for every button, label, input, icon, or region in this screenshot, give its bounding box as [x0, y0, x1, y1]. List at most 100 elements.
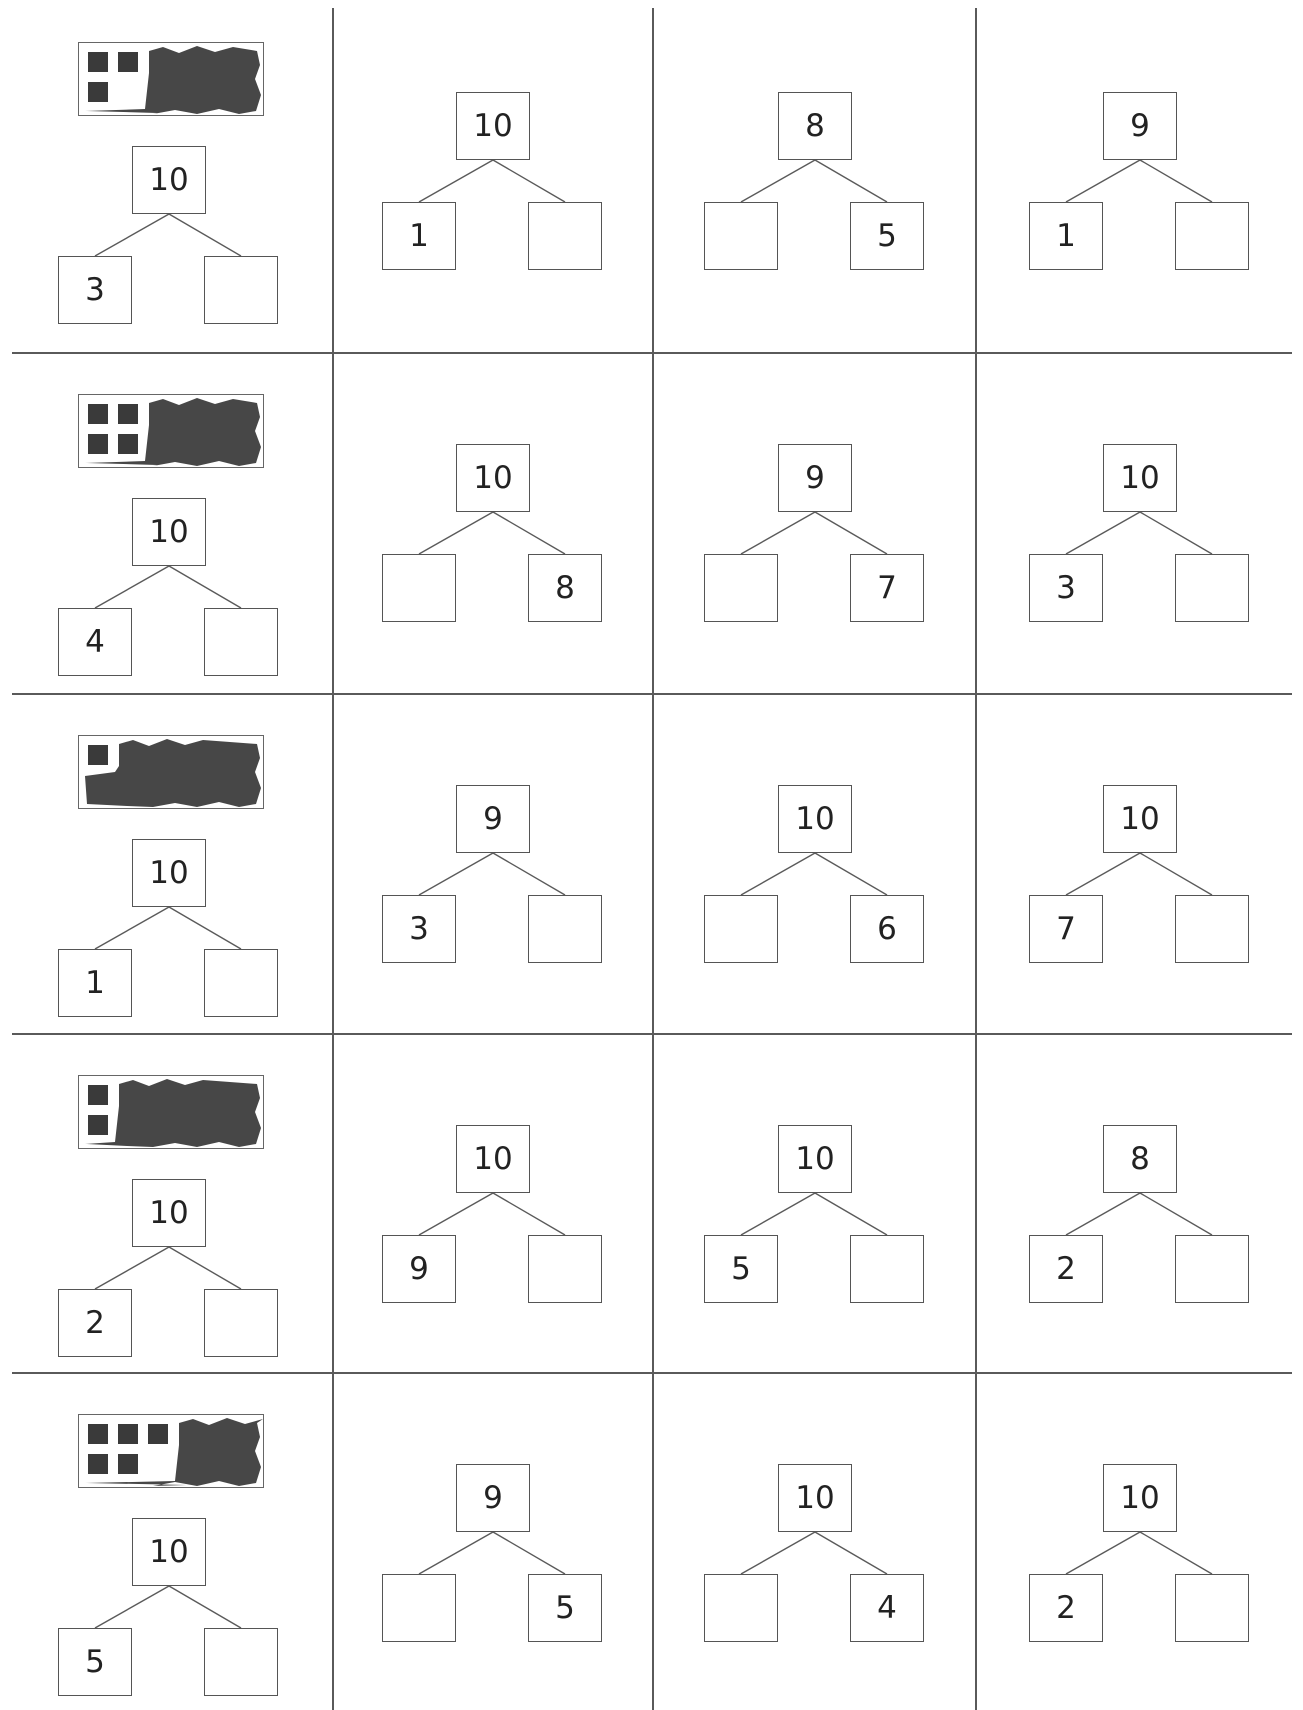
part-box-left[interactable]: 3	[58, 256, 132, 324]
whole-box[interactable]: 10	[778, 1125, 852, 1193]
part-box-left[interactable]: 2	[1029, 1235, 1103, 1303]
part-box-right[interactable]	[204, 608, 278, 676]
part-box-right[interactable]	[204, 949, 278, 1017]
ten-frame-card	[78, 735, 264, 809]
part-box-left[interactable]	[382, 554, 456, 622]
part-box-right[interactable]	[850, 1235, 924, 1303]
number-bond: 109	[382, 1125, 602, 1305]
model-number-bond: 101	[58, 839, 278, 1019]
whole-box[interactable]: 8	[1103, 1125, 1177, 1193]
connector-line	[493, 160, 565, 202]
part-box-left[interactable]: 1	[382, 202, 456, 270]
part-box-left[interactable]: 3	[382, 895, 456, 963]
whole-box[interactable]: 9	[456, 785, 530, 853]
part-box-left[interactable]: 3	[1029, 554, 1103, 622]
torn-cover	[85, 46, 261, 114]
model-number-bond: 102	[58, 1179, 278, 1359]
part-box-right[interactable]	[528, 895, 602, 963]
counter-dot	[87, 51, 109, 73]
part-box-left[interactable]: 5	[704, 1235, 778, 1303]
row-divider	[12, 1033, 1292, 1035]
whole-box[interactable]: 10	[456, 1125, 530, 1193]
connector-line	[741, 853, 815, 895]
part-box-left[interactable]: 1	[58, 949, 132, 1017]
part-box-right[interactable]	[1175, 554, 1249, 622]
part-box-left[interactable]: 9	[382, 1235, 456, 1303]
number-bond: 102	[1029, 1464, 1249, 1644]
row-divider	[12, 693, 1292, 695]
connector-line	[493, 1532, 565, 1574]
whole-box[interactable]: 10	[132, 1179, 206, 1247]
connector-line	[815, 1532, 887, 1574]
part-box-right[interactable]	[528, 1235, 602, 1303]
part-box-left[interactable]: 2	[58, 1289, 132, 1357]
part-box-right[interactable]: 5	[850, 202, 924, 270]
part-box-left[interactable]: 2	[1029, 1574, 1103, 1642]
part-box-left[interactable]	[704, 554, 778, 622]
whole-box[interactable]: 10	[132, 146, 206, 214]
whole-box[interactable]: 10	[456, 444, 530, 512]
part-box-right[interactable]	[1175, 1574, 1249, 1642]
counter-dot	[87, 744, 109, 766]
part-box-right[interactable]	[204, 1628, 278, 1696]
number-bond: 97	[704, 444, 924, 624]
connector-line	[741, 160, 815, 202]
counter-dot	[117, 403, 139, 425]
torn-cover	[85, 398, 261, 466]
part-box-right[interactable]: 7	[850, 554, 924, 622]
part-box-left[interactable]: 1	[1029, 202, 1103, 270]
part-box-left[interactable]: 5	[58, 1628, 132, 1696]
whole-box[interactable]: 10	[1103, 785, 1177, 853]
whole-box[interactable]: 9	[456, 1464, 530, 1532]
connector-line	[1066, 160, 1140, 202]
part-box-right[interactable]: 4	[850, 1574, 924, 1642]
whole-box[interactable]: 10	[1103, 1464, 1177, 1532]
whole-box[interactable]: 10	[456, 92, 530, 160]
whole-box[interactable]: 8	[778, 92, 852, 160]
counter-dot	[87, 1084, 109, 1106]
whole-box[interactable]: 9	[1103, 92, 1177, 160]
connector-line	[815, 512, 887, 554]
part-box-right[interactable]	[204, 256, 278, 324]
connector-line	[169, 907, 241, 949]
connector-line	[493, 853, 565, 895]
counter-dot	[87, 1423, 109, 1445]
part-box-right[interactable]	[204, 1289, 278, 1357]
counter-dot	[87, 81, 109, 103]
connector-line	[419, 853, 493, 895]
counter-dot	[147, 1423, 169, 1445]
number-bond: 95	[382, 1464, 602, 1644]
part-box-right[interactable]: 6	[850, 895, 924, 963]
connector-line	[1140, 512, 1212, 554]
connector-line	[419, 160, 493, 202]
number-bond: 10 6	[704, 785, 924, 965]
whole-box[interactable]: 10	[132, 498, 206, 566]
part-box-right[interactable]	[528, 202, 602, 270]
connector-line	[1140, 853, 1212, 895]
whole-box[interactable]: 10	[132, 839, 206, 907]
whole-box[interactable]: 10	[778, 1464, 852, 1532]
part-box-left[interactable]	[704, 202, 778, 270]
part-box-left[interactable]	[704, 1574, 778, 1642]
part-box-right[interactable]: 5	[528, 1574, 602, 1642]
whole-box[interactable]: 10	[132, 1518, 206, 1586]
connector-line	[169, 1586, 241, 1628]
connector-line	[169, 566, 241, 608]
whole-box[interactable]: 10	[1103, 444, 1177, 512]
part-box-left[interactable]: 4	[58, 608, 132, 676]
part-box-right[interactable]	[1175, 1235, 1249, 1303]
part-box-left[interactable]	[382, 1574, 456, 1642]
connector-line	[493, 512, 565, 554]
whole-box[interactable]: 9	[778, 444, 852, 512]
row-divider	[12, 352, 1292, 354]
whole-box[interactable]: 10	[778, 785, 852, 853]
part-box-left[interactable]	[704, 895, 778, 963]
part-box-right[interactable]	[1175, 895, 1249, 963]
part-box-left[interactable]: 7	[1029, 895, 1103, 963]
counter-dot	[87, 1114, 109, 1136]
part-box-right[interactable]	[1175, 202, 1249, 270]
part-box-right[interactable]: 8	[528, 554, 602, 622]
